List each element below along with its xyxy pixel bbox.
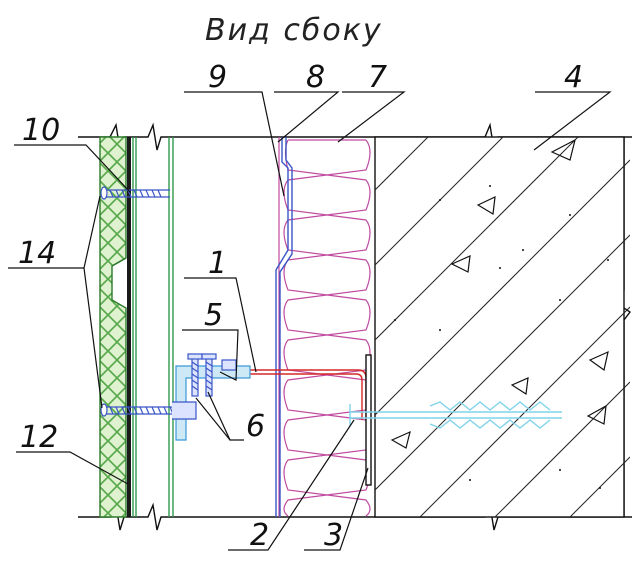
label-1: 1	[208, 246, 227, 281]
label-7: 7	[368, 60, 387, 95]
wind-barrier-profile	[275, 137, 293, 517]
label-14: 14	[18, 236, 56, 271]
label-4: 4	[564, 60, 583, 95]
concrete-wall	[374, 136, 630, 518]
cladding-screws	[100, 186, 197, 420]
label-9: 9	[208, 60, 227, 95]
bearing-plate	[365, 354, 372, 486]
insulation-layer	[278, 137, 374, 517]
cladding-panels	[99, 136, 127, 518]
label-8: 8	[306, 60, 325, 95]
view-title: Вид сбоку	[205, 13, 383, 48]
membrane	[127, 137, 137, 517]
label-10: 10	[22, 113, 60, 148]
label-3: 3	[324, 518, 343, 553]
subframe-profile	[168, 137, 174, 517]
label-5: 5	[204, 298, 223, 333]
leader-lines	[8, 91, 612, 551]
bolts	[187, 353, 237, 397]
frame-angle	[175, 365, 251, 441]
label-6: 6	[246, 409, 265, 444]
label-12: 12	[20, 420, 58, 455]
label-2: 2	[250, 518, 269, 553]
anchor-dowel	[349, 401, 562, 429]
